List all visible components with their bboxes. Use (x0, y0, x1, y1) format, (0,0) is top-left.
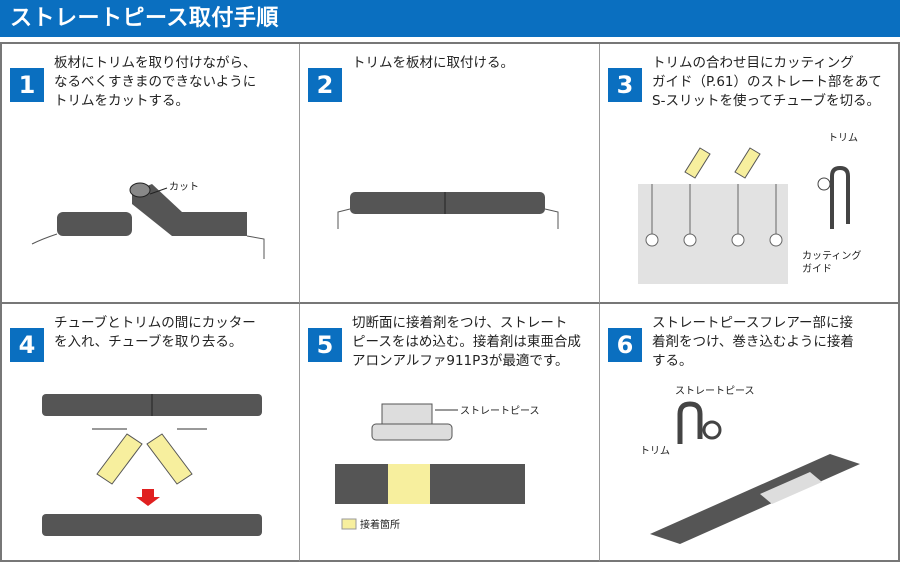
trim-label: トリム (640, 445, 670, 457)
step-4: 4 チューブとトリムの間にカッター を入れ、チューブを取り去る。 (0, 304, 300, 562)
step-text: チューブとトリムの間にカッター を入れ、チューブを取り去る。 (54, 315, 256, 350)
step-3: 3 トリムの合わせ目にカッティング ガイド（P.61）のストレート部をあて S-… (600, 44, 900, 304)
step-number: 1 (10, 68, 44, 102)
step-6: 6 ストレートピースフレアー部に接 着剤をつけ、巻き込むように接着 する。 スト… (600, 304, 900, 562)
step-number: 5 (308, 328, 342, 362)
arrow-down-icon (136, 489, 160, 506)
straight-piece-label: ストレートピース (675, 385, 755, 397)
steps-grid: 1 板材にトリムを取り付けながら、 なるべくすきまのできないように トリムをカッ… (0, 42, 900, 562)
step-text: ストレートピースフレアー部に接 着剤をつけ、巻き込むように接着 する。 (652, 315, 854, 369)
cut-label: カット (169, 181, 199, 193)
step-text: 板材にトリムを取り付けながら、 なるべくすきまのできないように トリムをカットす… (54, 55, 257, 109)
step-number: 6 (608, 328, 642, 362)
trim-tube (57, 212, 132, 236)
trim-tube-cut (132, 184, 247, 236)
step-number: 4 (10, 328, 44, 362)
board (638, 184, 788, 284)
cutter (734, 147, 761, 179)
step-number: 2 (308, 68, 342, 102)
page-title: ストレートピース取付手順 (0, 0, 900, 37)
step-5: 5 切断面に接着剤をつけ、ストレート ピースをはめ込む。接着剤は東亜合成 アロン… (300, 304, 600, 562)
trim-label: トリム (828, 132, 858, 144)
adhesive-legend: 接着箇所 (360, 518, 400, 531)
step-4-illustration (42, 394, 262, 536)
step-text: 切断面に接着剤をつけ、ストレート ピースをはめ込む。接着剤は東亜合成 アロンアル… (352, 315, 581, 369)
step-2-illustration (337, 192, 559, 229)
step-1: 1 板材にトリムを取り付けながら、 なるべくすきまのできないように トリムをカッ… (0, 44, 300, 304)
step-2: 2 トリムを板材に取付ける。 (300, 44, 600, 304)
straight-piece-label: ストレートピース (460, 405, 540, 417)
step-number: 3 (608, 68, 642, 102)
guide-label-2: ガイド (802, 263, 832, 275)
step-5-illustration: ストレートピース 接着箇所 (335, 403, 540, 531)
step-3-illustration: トリム カッティング ガイド (638, 132, 861, 284)
step-text: トリムの合わせ目にカッティング ガイド（P.61）のストレート部をあて S-スリ… (652, 55, 882, 109)
trim-tube (350, 192, 545, 214)
step-text: トリムを板材に取付ける。 (352, 55, 514, 71)
guide-label: カッティング (802, 249, 861, 262)
step-6-illustration: ストレートピース トリム (640, 385, 860, 544)
step-1-illustration: カット (31, 181, 265, 259)
cutter (684, 147, 711, 179)
